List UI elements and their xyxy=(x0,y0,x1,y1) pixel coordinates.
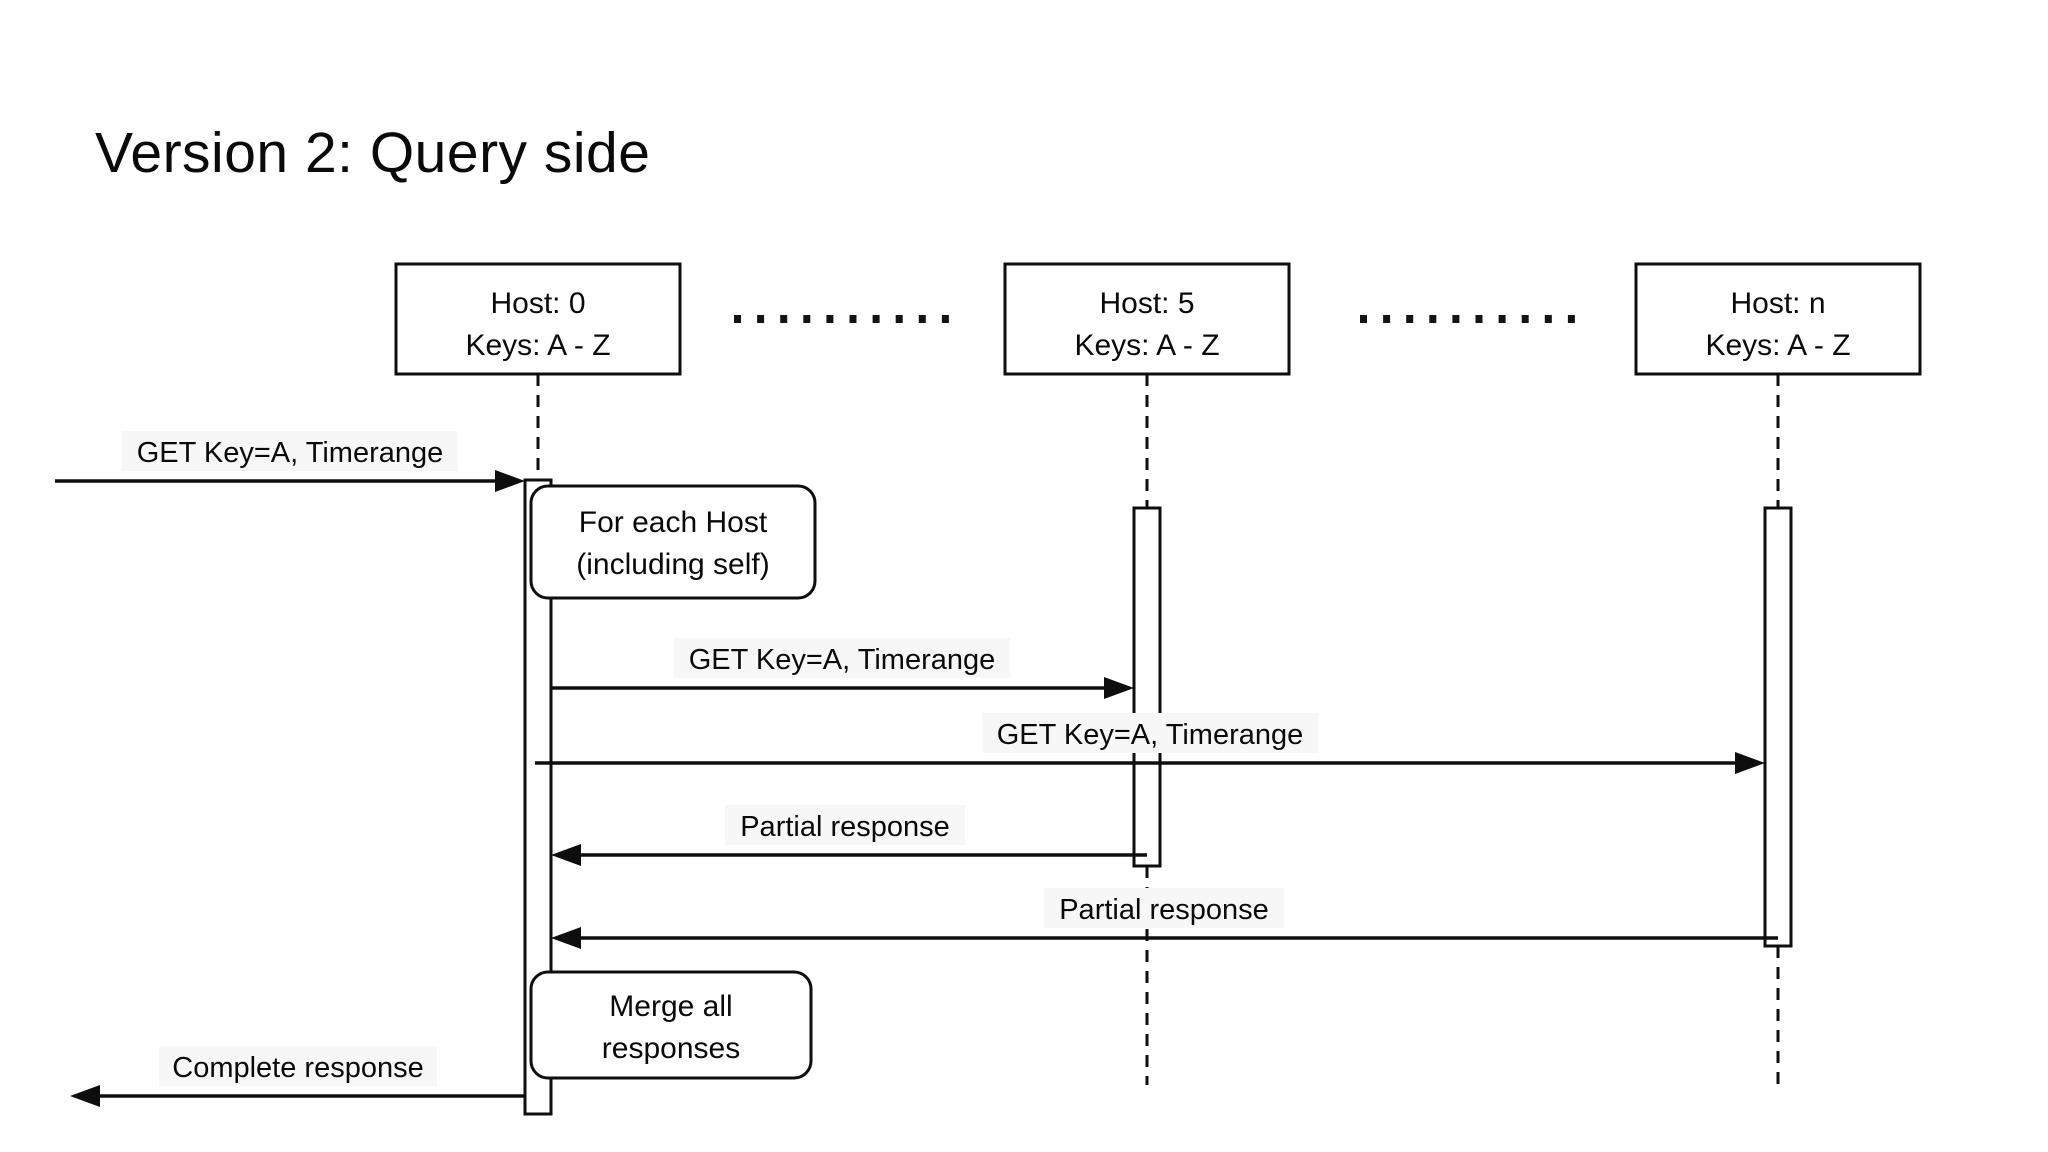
note-box xyxy=(529,484,817,600)
host-0-line2: Keys: A - Z xyxy=(465,329,610,362)
arrowhead-left xyxy=(551,844,581,866)
host-0-label: Host: 0 Keys: A - Z xyxy=(465,287,610,362)
host-n: Host: n Keys: A - Z xyxy=(1634,262,1922,376)
note-line2: (including self) xyxy=(576,548,769,581)
note-line1: For each Host xyxy=(579,506,768,539)
note-text: Merge all responses xyxy=(602,990,740,1065)
message-partial-response-host-n: Partial response xyxy=(551,888,1778,949)
message-label-bg xyxy=(1044,888,1284,928)
host-n-line2: Keys: A - Z xyxy=(1705,329,1850,362)
message-label: Partial response xyxy=(740,811,950,843)
host-n-line1: Host: n xyxy=(1730,287,1825,320)
host-0-box xyxy=(394,262,682,376)
note-line2: responses xyxy=(602,1032,740,1065)
note-text: For each Host (including self) xyxy=(576,506,769,581)
message-label: Partial response xyxy=(1059,894,1269,926)
message-label: GET Key=A, Timerange xyxy=(689,644,996,676)
host-n-label: Host: n Keys: A - Z xyxy=(1705,287,1850,362)
note-merge-responses: Merge all responses xyxy=(529,970,813,1080)
message-label-bg xyxy=(982,713,1318,753)
message-label: GET Key=A, Timerange xyxy=(997,719,1304,751)
note-for-each-host: For each Host (including self) xyxy=(529,484,817,600)
page-title: Version 2: Query side xyxy=(95,121,650,185)
message-complete-response: Complete response xyxy=(70,1046,525,1107)
message-label: GET Key=A, Timerange xyxy=(137,437,444,469)
note-line1: Merge all xyxy=(609,990,732,1023)
host-5-line1: Host: 5 xyxy=(1099,287,1194,320)
host-n-box xyxy=(1634,262,1922,376)
arrowhead-right xyxy=(495,470,525,492)
host-0-line1: Host: 0 xyxy=(490,287,585,320)
message-label-bg xyxy=(122,431,458,471)
arrowhead-right xyxy=(1735,752,1765,774)
note-box xyxy=(529,970,813,1080)
message-get-to-host-0: GET Key=A, Timerange xyxy=(55,431,525,492)
message-get-to-host-n: GET Key=A, Timerange xyxy=(535,713,1765,774)
message-get-to-host-5: GET Key=A, Timerange xyxy=(551,638,1134,699)
arrowhead-left xyxy=(70,1085,100,1107)
message-label-bg xyxy=(674,638,1010,678)
host-5-line2: Keys: A - Z xyxy=(1074,329,1219,362)
message-label-bg xyxy=(725,805,965,845)
arrowhead-left xyxy=(551,927,581,949)
host-0: Host: 0 Keys: A - Z xyxy=(394,262,682,376)
activation-bar-host-n xyxy=(1763,506,1793,948)
message-label-bg xyxy=(159,1046,437,1086)
message-label: Complete response xyxy=(172,1052,423,1084)
host-5-box xyxy=(1003,262,1291,376)
activation-bar-host-5 xyxy=(1132,506,1162,868)
arrowhead-right xyxy=(1104,677,1134,699)
host-5-label: Host: 5 Keys: A - Z xyxy=(1074,287,1219,362)
host-5: Host: 5 Keys: A - Z xyxy=(1003,262,1291,376)
message-partial-response-host-5: Partial response xyxy=(551,805,1147,866)
